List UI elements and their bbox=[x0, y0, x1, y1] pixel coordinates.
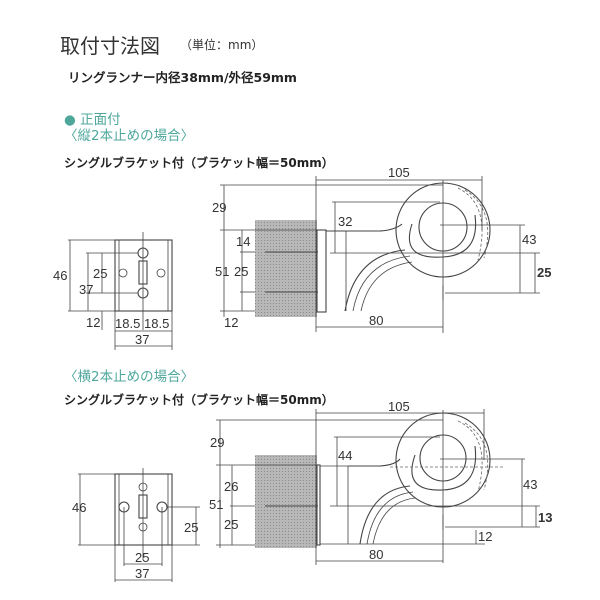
dim-44: 44 bbox=[338, 448, 352, 463]
case-horizontal-title: 〈横2本止めの場合〉 bbox=[64, 369, 195, 385]
dim-29: 29 bbox=[212, 200, 226, 215]
dim-37-width: 37 bbox=[135, 566, 149, 581]
dim-25-right: 25 bbox=[184, 520, 198, 535]
section-label: 正面付 bbox=[80, 112, 121, 128]
bracket-plate bbox=[114, 239, 173, 312]
unit-label: （単位：mm） bbox=[180, 38, 264, 52]
page-title: 取付寸法図 bbox=[60, 34, 160, 58]
bracket-plate bbox=[316, 464, 321, 546]
side-view-vertical: 29 51 14 25 12 105 32 43 25 80 bbox=[212, 165, 551, 333]
dim-13-bold: 13 bbox=[538, 510, 552, 525]
front-view-vertical: 46 37 25 12 18.5 18.5 37 bbox=[53, 232, 173, 350]
dim-12: 12 bbox=[86, 315, 100, 330]
dim-80: 80 bbox=[369, 313, 383, 328]
dim-12: 12 bbox=[478, 529, 492, 544]
dim-18-5-left: 18.5 bbox=[115, 316, 140, 331]
dim-14: 14 bbox=[236, 234, 250, 249]
dim-105: 105 bbox=[388, 399, 410, 414]
dim-25: 25 bbox=[224, 517, 238, 532]
wall-hatch bbox=[255, 220, 317, 317]
wall-hatch bbox=[255, 455, 317, 548]
dim-26: 26 bbox=[224, 479, 238, 494]
dim-32: 32 bbox=[338, 214, 352, 229]
dim-18-5-right: 18.5 bbox=[144, 316, 169, 331]
section-front-mount: ● 正面付 bbox=[64, 108, 121, 128]
dim-29: 29 bbox=[210, 435, 224, 450]
bracket-plate bbox=[316, 229, 327, 313]
case-horizontal-subtitle: シングルブラケット付（ブラケット幅＝50mm） bbox=[64, 393, 334, 407]
dim-12: 12 bbox=[224, 315, 238, 330]
dim-51: 51 bbox=[215, 264, 229, 279]
ring-runner-spec: リングランナー内径38mm/外径59mm bbox=[68, 70, 297, 85]
dim-43: 43 bbox=[523, 477, 537, 492]
front-view-horizontal: 46 25 25 37 bbox=[72, 468, 200, 582]
case-vertical-subtitle: シングルブラケット付（ブラケット幅＝50mm） bbox=[64, 156, 334, 170]
dim-25-bold: 25 bbox=[537, 265, 551, 280]
dim-46: 46 bbox=[53, 268, 67, 283]
dim-43: 43 bbox=[522, 232, 536, 247]
bracket-plate bbox=[114, 473, 173, 546]
dim-46: 46 bbox=[72, 500, 86, 515]
dim-25-width: 25 bbox=[135, 550, 149, 565]
dim-25: 25 bbox=[93, 266, 107, 281]
case-vertical-title: 〈縦2本止めの場合〉 bbox=[64, 128, 195, 144]
dim-80: 80 bbox=[369, 547, 383, 562]
dim-51: 51 bbox=[209, 497, 223, 512]
side-view-horizontal: 29 51 26 25 105 44 43 13 12 80 bbox=[209, 399, 552, 565]
dim-105: 105 bbox=[388, 165, 410, 180]
dim-37: 37 bbox=[79, 282, 93, 297]
dim-25: 25 bbox=[234, 264, 248, 279]
dim-37-width: 37 bbox=[135, 332, 149, 347]
circle-bullet-icon: ● bbox=[64, 112, 81, 128]
